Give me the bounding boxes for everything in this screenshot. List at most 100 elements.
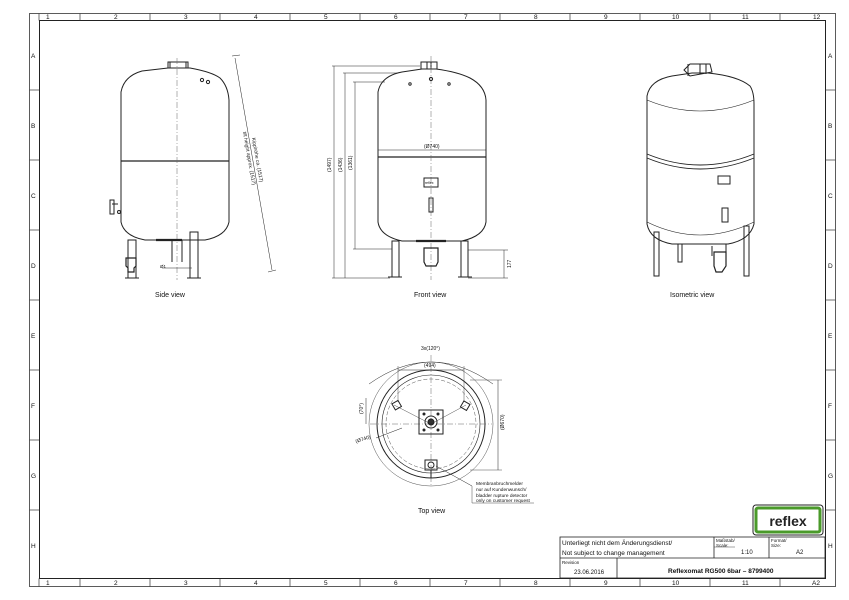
tb-scale-label-en: Scale: <box>716 543 729 548</box>
iso-seam <box>646 153 755 170</box>
col-label: 2 <box>114 14 118 21</box>
top-dim-494-label: (494) <box>424 363 436 369</box>
title-block <box>559 536 826 579</box>
front-nameplate <box>423 177 439 188</box>
front-leg-right <box>460 240 469 278</box>
row-label: A <box>828 53 833 60</box>
col-label: 9 <box>604 14 608 21</box>
top-dim-740 <box>375 427 403 439</box>
col-label: 5 <box>324 14 328 21</box>
col-label: 4 <box>254 580 258 587</box>
iso-vessel-outline <box>646 72 755 245</box>
iso-leg-right <box>743 225 750 277</box>
col-label: 3 <box>184 14 188 21</box>
tb-notice-de: Unterliegt nicht dem Änderungsdienst/ <box>562 539 672 547</box>
front-leg-left <box>391 240 400 278</box>
row-ticks <box>29 89 836 511</box>
iso-top-dome <box>646 99 755 112</box>
col-label: 2 <box>114 580 118 587</box>
tb-revision-label: Revision <box>562 560 580 565</box>
front-plate-label: reflex <box>425 181 434 185</box>
tb-format-label-en: Size: <box>771 543 781 548</box>
row-label: C <box>31 193 36 200</box>
top-view-drawing <box>365 355 534 504</box>
row-label: B <box>828 123 832 130</box>
top-detector <box>424 459 438 471</box>
row-label: B <box>31 123 35 130</box>
top-note-line1: Membranbruchmelder <box>476 481 523 487</box>
side-view-drawing <box>109 54 277 280</box>
top-view-title: Top view <box>418 508 446 515</box>
col-label: 7 <box>464 580 468 587</box>
row-label: D <box>828 263 833 270</box>
iso-nameplate <box>717 175 731 185</box>
front-dim-diameter-label: (Ø740) <box>424 144 440 150</box>
col-label: 7 <box>464 14 468 21</box>
top-center-flange <box>418 409 444 435</box>
top-leg-left <box>391 399 403 411</box>
row-label: C <box>828 193 833 200</box>
tb-format-label-de: Format/ <box>771 538 787 543</box>
top-dim-70-label: (70°) <box>359 403 365 414</box>
tb-product: Reflexomat RG500 6bar – 8799400 <box>668 568 774 575</box>
iso-view-title: Isometric view <box>670 292 715 299</box>
front-top-flange <box>420 61 438 69</box>
row-label: G <box>31 473 36 480</box>
iso-leg-back <box>677 243 683 263</box>
side-tilt-dimension <box>234 57 273 271</box>
col-label: 10 <box>672 14 680 21</box>
col-label: 8 <box>534 14 538 21</box>
iso-bottom-valve <box>713 251 727 273</box>
top-dim-740-label: (Ø740) <box>355 434 372 445</box>
front-view-drawing <box>332 56 508 280</box>
tb-format-value: A2 <box>796 550 804 556</box>
reflex-logo: reflex <box>751 503 825 537</box>
tb-scale-value: 1:10 <box>741 550 753 556</box>
row-label: G <box>828 473 833 480</box>
tb-revision-date: 23.06.2016 <box>574 570 605 576</box>
top-dim-angle-arc <box>368 361 494 385</box>
side-vessel-outline <box>120 67 230 241</box>
side-small-dim: Ø1 <box>160 264 167 269</box>
iso-top-flange <box>683 63 713 77</box>
front-dim-foot-label: 177 <box>507 259 513 268</box>
row-label: H <box>31 543 36 550</box>
top-note-line4: only on customer request <box>476 498 531 504</box>
side-connector <box>109 199 118 215</box>
front-bottom-valve <box>423 247 439 267</box>
col-label: A2 <box>812 580 820 587</box>
side-view-title: Side view <box>155 292 186 299</box>
col-label: 5 <box>324 580 328 587</box>
front-dim-h2-label: (1436) <box>338 157 344 172</box>
front-dim-h1-label: (1497) <box>327 157 333 172</box>
col-label: 9 <box>604 580 608 587</box>
row-label: F <box>828 403 832 410</box>
row-label: D <box>31 263 36 270</box>
top-dim-670-label: (Ø670) <box>500 414 506 430</box>
side-bottom-valve <box>125 257 137 273</box>
col-label: 6 <box>394 14 398 21</box>
col-label: 11 <box>742 14 749 21</box>
top-note-line3: bladder rupture detector <box>476 493 528 499</box>
col-label: 1 <box>46 580 50 587</box>
col-label: 4 <box>254 14 258 21</box>
col-label: 10 <box>672 580 680 587</box>
top-note-line2: nur auf Kundenwunsch/ <box>476 487 527 493</box>
side-top-flange <box>167 61 189 68</box>
front-vessel-outline <box>377 68 487 242</box>
logo-text: reflex <box>769 513 807 529</box>
top-leg-right <box>459 400 471 412</box>
logo-green-frame <box>754 506 822 534</box>
row-label: F <box>31 403 35 410</box>
row-label: A <box>31 53 36 60</box>
col-label: 3 <box>184 580 188 587</box>
iso-bottom-curve <box>646 221 755 236</box>
iso-leg-left <box>653 231 660 277</box>
tb-scale-label-de: Maßstab/ <box>716 538 736 543</box>
col-label: 12 <box>813 14 821 21</box>
row-label: H <box>828 543 833 550</box>
row-label: E <box>31 333 36 340</box>
front-dim-h3-label: (1361) <box>348 155 354 170</box>
iso-connector <box>721 207 729 223</box>
